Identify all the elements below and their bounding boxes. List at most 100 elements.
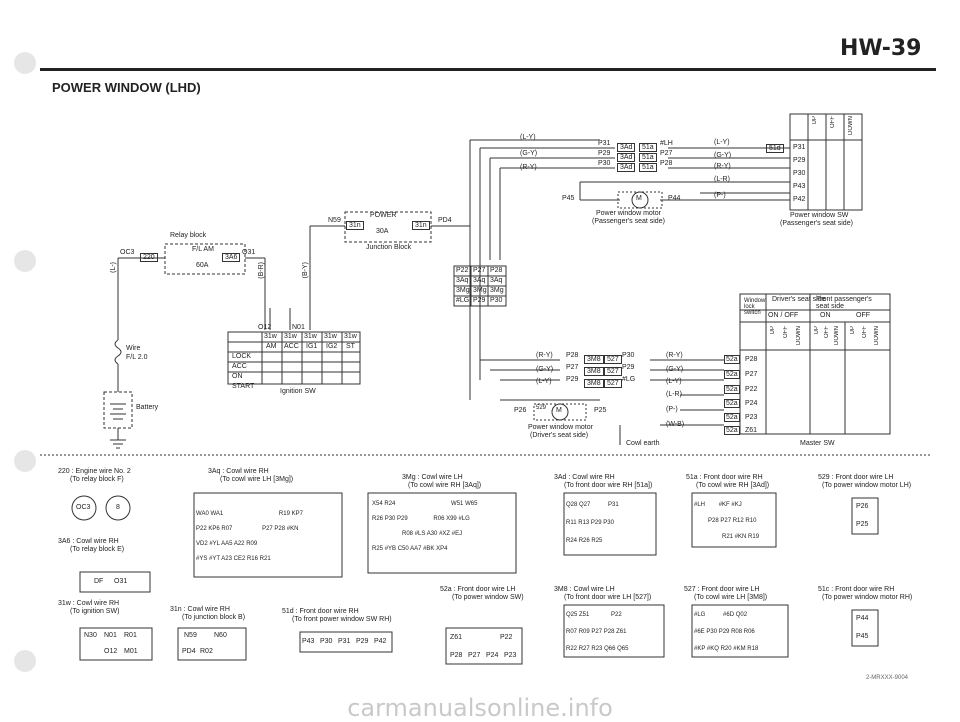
cell: R13: [578, 520, 590, 526]
page-title: POWER WINDOW (LHD): [52, 80, 201, 95]
motor-desc: (Driver's seat side): [530, 432, 589, 439]
pin-label: P26: [514, 407, 527, 414]
cell: Q65: [617, 646, 629, 652]
sub-label: ON / OFF: [768, 312, 799, 319]
cell: R19: [278, 511, 290, 517]
wire-code: (R-Y): [666, 352, 683, 359]
connector-51a: 51a: [639, 153, 657, 162]
pin-label: OC3: [120, 249, 135, 256]
sub-label: ON: [820, 312, 831, 319]
conn-label: 31w: [344, 333, 357, 340]
legend-sub: (To cowl wire LH [3Mg]): [220, 476, 294, 483]
legend-sub: (To power window motor RH): [822, 594, 913, 601]
master-title: Master SW: [800, 440, 835, 447]
connector-3ad: 3Ad: [617, 143, 636, 152]
cell: #KF: [718, 502, 730, 508]
wire-code: (R-Y): [536, 352, 553, 359]
cell: P28: [603, 629, 615, 635]
cell: P31: [608, 502, 619, 508]
cell: C50: [397, 546, 409, 552]
cell: P30: [706, 629, 718, 635]
pin-label: P31: [793, 144, 806, 151]
conn-label: 31w: [284, 333, 297, 340]
cell: P23: [504, 652, 517, 659]
cell: Q27: [579, 502, 591, 508]
wire-code: (L-R): [714, 176, 730, 183]
cell: P22: [611, 612, 622, 618]
cell: VD2: [196, 541, 208, 547]
wire-code: (B-Y): [302, 262, 309, 279]
wire-code: (G-Y): [536, 366, 554, 373]
motor-desc: Power window motor: [596, 210, 661, 217]
cell: P27: [262, 526, 273, 532]
pin-label: P45: [562, 195, 575, 202]
fuse-rating: 60A: [196, 262, 209, 269]
cell: R06: [743, 629, 755, 635]
pin-label: P30: [622, 352, 635, 359]
cell: A23: [221, 556, 232, 562]
conn-label: 3Mg: [490, 287, 504, 294]
cell: R26: [372, 516, 384, 522]
row-label: LOCK: [232, 353, 252, 360]
cell: R26: [578, 538, 590, 544]
battery-label: Battery: [136, 404, 159, 411]
col-label: UP: [770, 326, 776, 335]
cell: #LG: [458, 516, 470, 522]
legend-title: 3Aq : Cowl wire RH: [208, 468, 269, 475]
cell-list: #LG #6D Q02 #6E P30 P29 R08 R06 #KP #KQ …: [694, 607, 788, 658]
cell: R20: [720, 646, 732, 652]
cell: WA1: [210, 511, 224, 517]
front-title: Front passenger's seat side: [816, 296, 872, 310]
cell: #BK: [423, 546, 435, 552]
legend-title: 220 : Engine wire No. 2: [58, 468, 131, 475]
cell-list: Q28 Q27 P31 R11 R13 P29 P30 R24 R26 R25: [566, 496, 656, 550]
cell: P43: [302, 638, 315, 645]
cell: N59: [184, 632, 197, 639]
legend-title: 51a : Front door wire RH: [686, 474, 763, 481]
connector-529: 529: [536, 405, 547, 411]
cell: P28: [450, 652, 463, 659]
connector-52a: 52a: [724, 355, 740, 364]
cell: #6D: [723, 612, 735, 618]
legend-title: 52a : Front door wire LH: [440, 586, 516, 593]
col-label: DOWN: [796, 326, 802, 345]
col-label: OFF: [783, 326, 789, 338]
wire-code: (R-Y): [714, 163, 731, 170]
connector-52a: 52a: [724, 426, 740, 435]
col-label: AM: [266, 343, 277, 350]
conn-label: 3Mg: [456, 287, 470, 294]
cell: R24: [566, 538, 578, 544]
legend-sub: (To junction block B): [182, 614, 246, 621]
pin-label: O12: [258, 324, 272, 331]
pin-label: P29: [622, 364, 635, 371]
wire-code: (L-Y): [666, 378, 682, 385]
cell: AA5: [221, 541, 233, 547]
page-number: HW-39: [840, 36, 922, 61]
pin-label: P29: [473, 297, 486, 304]
motor-label: M: [636, 195, 642, 202]
motor-desc: (Passenger's seat side): [592, 218, 665, 225]
cell: #YT: [209, 556, 220, 562]
row-label: START: [232, 383, 255, 390]
wire-code: (L-R): [666, 391, 682, 398]
pin-label: P29: [566, 376, 579, 383]
pin-label: P28: [660, 160, 673, 167]
pin-label: P24: [745, 400, 758, 407]
cell: A22: [233, 541, 245, 547]
cell: P24: [486, 652, 499, 659]
pin-label: P22: [456, 267, 469, 274]
cell: #LH: [694, 502, 706, 508]
connector-3ad: 3Ad: [617, 163, 636, 172]
cell: #YL: [209, 541, 220, 547]
cell: P31: [338, 638, 351, 645]
cell: R23: [591, 646, 603, 652]
cell: R25: [372, 546, 384, 552]
col-label: OFF: [824, 326, 830, 338]
cell: #KJ: [731, 502, 742, 508]
motor-desc: Power window motor: [528, 424, 593, 431]
cell: P44: [856, 615, 869, 622]
pin-label: P27: [566, 364, 579, 371]
pin-label: P25: [594, 407, 607, 414]
pin-label: P30: [490, 297, 503, 304]
